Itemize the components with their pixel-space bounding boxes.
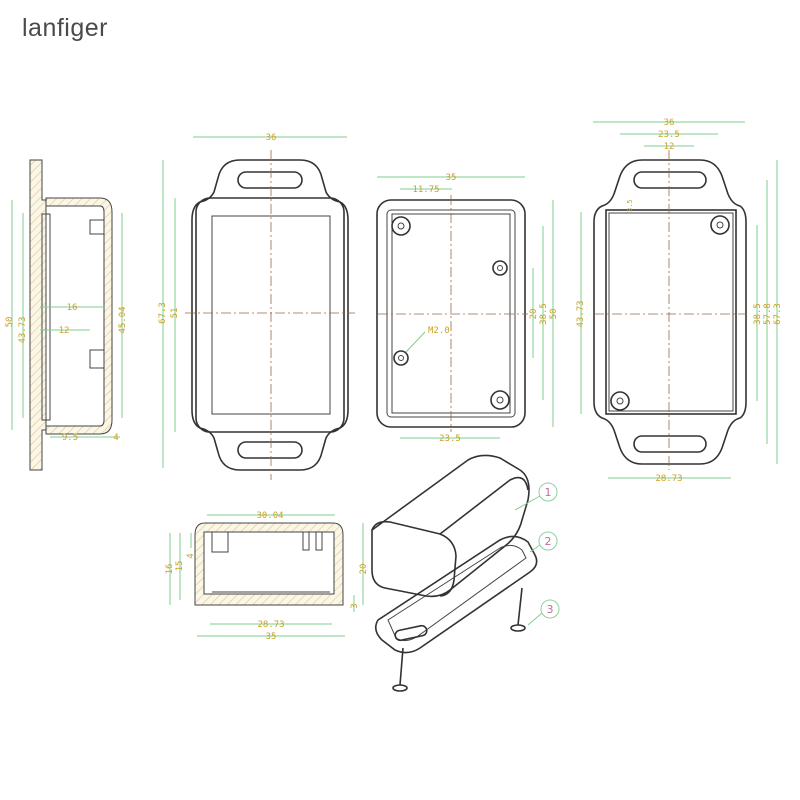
dim-label: 3.5 (626, 199, 634, 212)
dim-label: 15 (175, 561, 185, 572)
front-view: 36 67.3 51 (158, 133, 355, 480)
dim-label: 12 (664, 142, 675, 152)
dim-label: 51 (170, 308, 180, 319)
dim-label: 20 (529, 309, 539, 320)
dim-label: 45.04 (118, 306, 128, 333)
dim-label: 23.5 (658, 130, 680, 140)
dim-label: 23.5 (439, 434, 461, 444)
exploded-view: 1 2 3 (371, 454, 560, 692)
dim-label: 50 (549, 309, 559, 320)
dim-label: 67.3 (158, 302, 168, 324)
dim-label: 30.04 (256, 511, 283, 521)
dim-label: 38.5 (539, 303, 549, 325)
back-view: 36 23.5 12 3.5 43.73 38.5 57.8 67.3 28.7… (576, 118, 783, 484)
callout-balloon (538, 482, 558, 502)
inner-view: 35 11.75 23.5 20 38.5 50 M2.0 (376, 173, 559, 444)
dim-label: 35 (266, 632, 277, 642)
dim-label: 16 (165, 564, 175, 575)
dim-label: 36 (664, 118, 675, 128)
callout-label: 1 (545, 486, 552, 499)
dim-label: 57.8 (763, 303, 773, 325)
dim-label: 43.73 (576, 300, 586, 327)
dim-label: 38.5 (753, 303, 763, 325)
dim-label: 43.73 (18, 316, 28, 343)
dim-label: 4 (186, 553, 196, 558)
callout-label: 3 (547, 603, 554, 616)
brand-logo: lanfiger (22, 14, 108, 42)
dim-label: 67.3 (773, 303, 783, 325)
dim-label: 36 (266, 133, 277, 143)
dim-label: 28.73 (257, 620, 284, 630)
dim-label: 16 (67, 303, 78, 313)
dim-label: 28.73 (655, 474, 682, 484)
dim-label: 12 (59, 326, 70, 336)
dim-label: 50 (5, 317, 15, 328)
dim-label: 35 (446, 173, 457, 183)
bottom-section-view: 30.04 16 15 4 20 3 28.73 35 (165, 511, 369, 642)
callout-balloon (540, 599, 560, 619)
callout-label: 2 (545, 535, 552, 548)
dim-label: 11.75 (412, 185, 439, 195)
dim-label: 9.5 (62, 433, 78, 443)
callout-balloon (538, 531, 558, 551)
dim-label: 20 (359, 564, 369, 575)
dim-label: 3 (350, 603, 360, 608)
dim-label: 4 (113, 433, 118, 443)
side-section-view: 50 43.73 45.04 16 12 9.5 4 (5, 159, 128, 471)
thread-label: M2.0 (428, 326, 450, 336)
